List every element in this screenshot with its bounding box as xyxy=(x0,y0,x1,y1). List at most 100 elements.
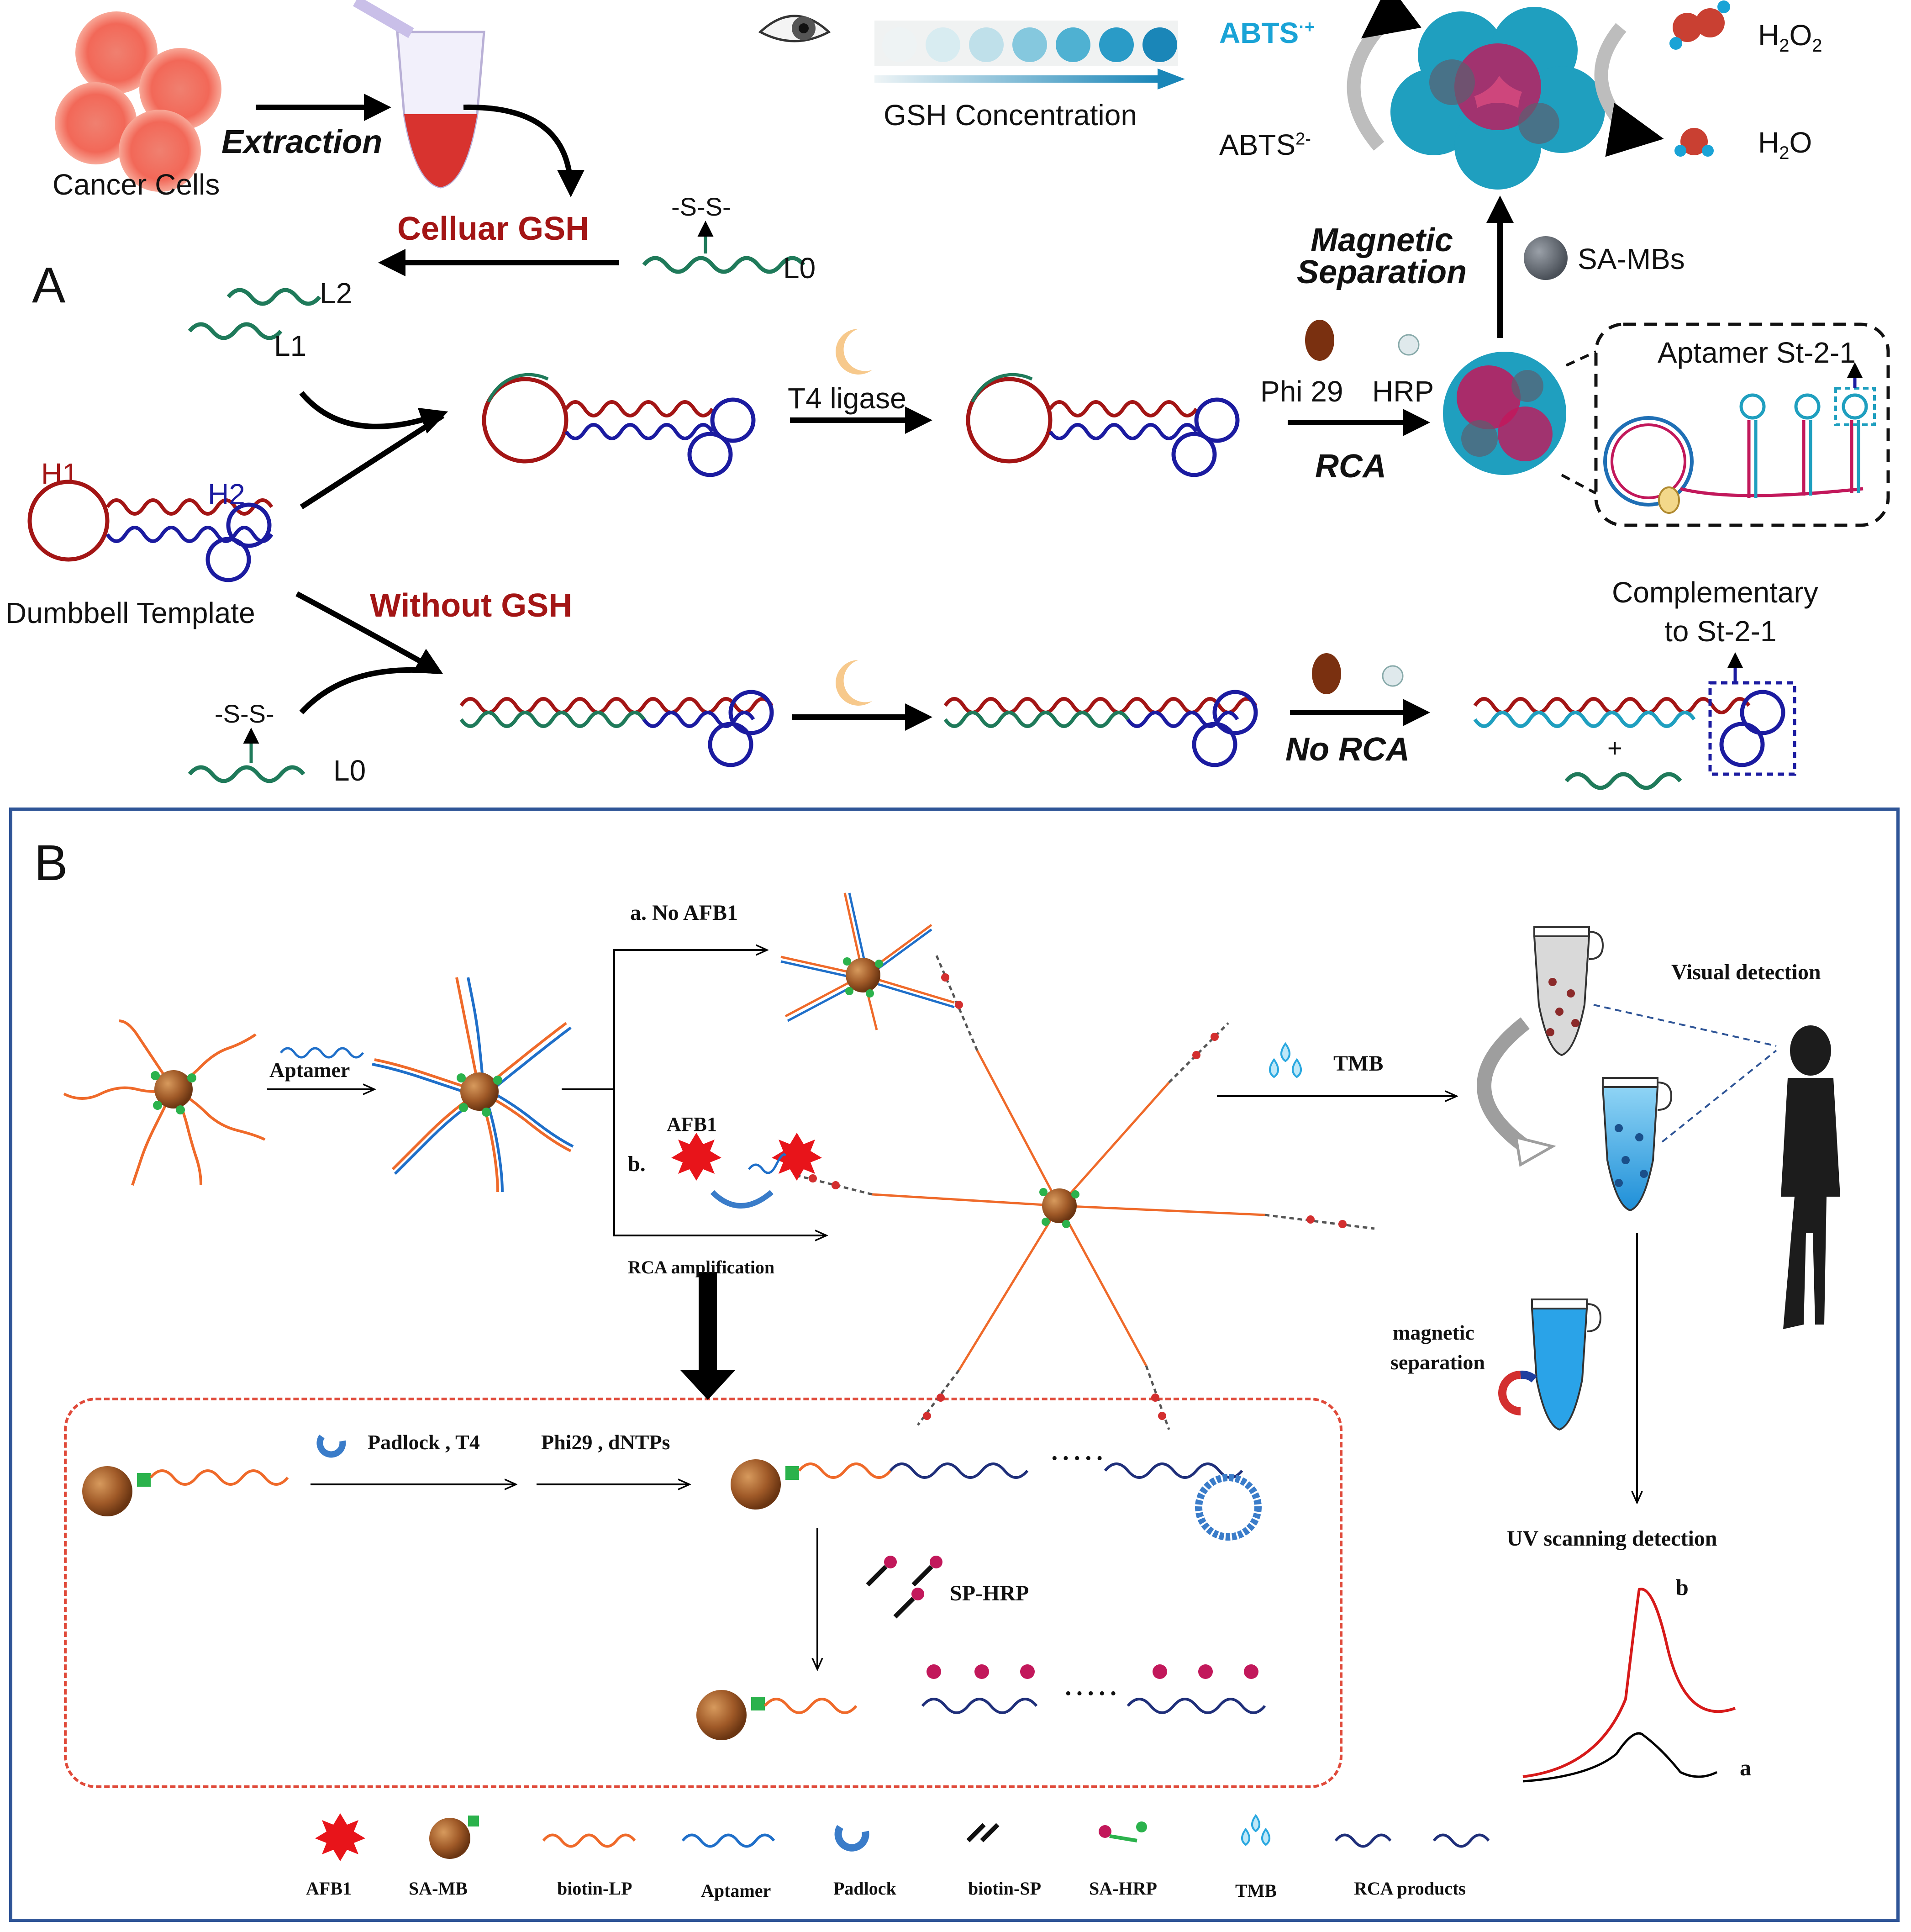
plus-sign: + xyxy=(1607,734,1622,762)
b-option-label: b. xyxy=(628,1152,646,1176)
h1-label: H1 xyxy=(41,457,79,490)
eye-icon xyxy=(758,15,831,42)
t4-ligase-icon-2 xyxy=(836,660,872,706)
panel-a-label: A xyxy=(32,257,66,313)
legend-sa-hrp-label: SA-HRP xyxy=(1089,1878,1157,1899)
legend-sa-mb-icon xyxy=(429,1818,470,1859)
legend-afb1-label: AFB1 xyxy=(306,1878,352,1899)
afb1-star-icon-1 xyxy=(671,1133,721,1181)
phi29-icon xyxy=(1305,320,1334,361)
legend-biotin-lp-label: biotin-LP xyxy=(557,1878,632,1899)
rca-dots-top: ····· xyxy=(1050,1444,1107,1473)
h2o-molecule-icon xyxy=(1674,128,1714,157)
no-rca-label: No RCA xyxy=(1285,731,1410,768)
rca-amplified-result-icon xyxy=(799,954,1375,1430)
aptamer-zoom-box xyxy=(1594,322,1890,527)
disulfide-bottom-label: -S-S- xyxy=(215,699,274,728)
uv-detection-label: UV scanning detection xyxy=(1507,1526,1717,1551)
hrp-icon xyxy=(1398,334,1420,356)
panel-b-label: B xyxy=(34,835,68,891)
aptamer-st-label: Aptamer St-2-1 xyxy=(1658,336,1856,369)
afb1-label: AFB1 xyxy=(667,1113,717,1135)
linear-duplex-1-icon xyxy=(459,690,774,767)
rca-label: RCA xyxy=(1315,448,1386,485)
legend-afb1-icon xyxy=(315,1813,365,1861)
h2o2-molecule-icon xyxy=(1669,0,1730,50)
sa-mb-with-probes-icon xyxy=(63,1019,266,1186)
magnetic-label: Magnetic xyxy=(1311,222,1453,259)
sa-mbs-label: SA-MBs xyxy=(1578,243,1685,275)
legend-rca-products-label: RCA products xyxy=(1354,1878,1466,1899)
legend-aptamer-icon xyxy=(681,1833,775,1848)
extraction-tube-icon xyxy=(353,0,485,189)
dumbbell-template-label: Dumbbell Template xyxy=(5,596,255,629)
rca-nanoflower-icon xyxy=(1443,352,1566,475)
extraction-label: Extraction xyxy=(221,124,383,160)
tmb-drops-icon xyxy=(1269,1042,1302,1078)
person-silhouette-icon xyxy=(1781,1025,1840,1329)
complementary-label-line1: Complementary xyxy=(1612,576,1818,609)
legend-tmb-icon xyxy=(1241,1814,1270,1846)
dumbbell-template-icon xyxy=(27,480,274,582)
t4-ligase-label: T4 ligase xyxy=(788,382,906,415)
cancer-cells-icon xyxy=(55,11,221,192)
hrp-icon-2 xyxy=(1382,665,1404,687)
sp-hrp-icon xyxy=(866,1556,942,1619)
uv-spectrum-chart xyxy=(1522,1588,1736,1783)
aptamer-label: Aptamer xyxy=(269,1058,350,1082)
grey-tube-icon xyxy=(1533,926,1604,1056)
disulfide-top-label: -S-S- xyxy=(671,192,731,221)
cellular-gsh-label: Celluar GSH xyxy=(397,211,590,247)
visual-detection-label: Visual detection xyxy=(1671,960,1821,984)
hrp-labeled-rca-product-icon xyxy=(696,1664,1266,1740)
cancer-cells-label: Cancer Cells xyxy=(53,168,220,201)
legend-icons xyxy=(315,1813,1490,1861)
magnet-icon xyxy=(1498,1371,1521,1415)
no-afb1-result-icon xyxy=(780,892,955,1030)
panel-a-graphics xyxy=(27,0,1890,790)
ligation-intermediate-2-icon xyxy=(966,373,1240,477)
nanoflower-cluster-icon xyxy=(1390,7,1605,190)
padlock-icon xyxy=(316,1434,346,1458)
legend-rca-products-icon xyxy=(1334,1833,1392,1848)
rca-product-chain-icon xyxy=(731,1459,1262,1541)
magnetic-label: magnetic xyxy=(1393,1321,1474,1344)
separation-label: separation xyxy=(1390,1351,1485,1374)
rca-amplification-label: RCA amplification xyxy=(628,1257,775,1277)
h2o-label: H2O xyxy=(1758,126,1812,163)
phi29-label: Phi 29 xyxy=(1260,375,1343,408)
sp-hrp-label: SP-HRP xyxy=(950,1581,1029,1605)
magnetic-separation-tube-icon xyxy=(1531,1299,1602,1431)
legend-sa-mb-label: SA-MB xyxy=(409,1878,468,1899)
panel-b-frame xyxy=(9,808,1900,1922)
phi29-icon-2 xyxy=(1312,653,1341,694)
curve-a-label: a xyxy=(1740,1755,1751,1780)
legend-biotin-lp-icon xyxy=(542,1833,636,1848)
l0-top-label: L0 xyxy=(783,252,816,285)
padlock-t4-label: Padlock , T4 xyxy=(368,1431,480,1454)
h2-label: H2 xyxy=(208,478,245,511)
phi29-dntps-label: Phi29 , dNTPs xyxy=(541,1431,670,1454)
linear-duplex-3-icon xyxy=(1473,690,1785,767)
separation-label: Separation xyxy=(1297,254,1467,290)
gsh-concentration-label: GSH Concentration xyxy=(884,99,1137,132)
legend-tmb-label: TMB xyxy=(1235,1880,1277,1901)
abts-reduced-label: ABTS2- xyxy=(1219,128,1311,161)
afb1-star-icon-2 xyxy=(772,1133,822,1181)
legend-padlock-label: Padlock xyxy=(833,1878,896,1899)
hrp-label: HRP xyxy=(1372,375,1434,408)
legend-padlock-icon xyxy=(834,1825,869,1852)
linear-duplex-2-icon xyxy=(943,690,1258,767)
sa-mb-biotin-lp-icon xyxy=(82,1466,289,1516)
no-afb1-label: a. No AFB1 xyxy=(630,901,738,925)
t4-ligase-icon xyxy=(836,329,872,375)
curve-b-label: b xyxy=(1676,1574,1689,1600)
rca-dots-bottom: ····· xyxy=(1064,1679,1121,1708)
complementary-label-line2: to St-2-1 xyxy=(1664,615,1777,648)
blue-tube-icon xyxy=(1601,1077,1673,1212)
legend-biotin-sp-label: biotin-SP xyxy=(968,1878,1042,1899)
legend-biotin-sp-icon xyxy=(966,1823,1000,1842)
big-down-arrow-icon xyxy=(680,1272,735,1400)
h2o2-label: H2O2 xyxy=(1758,19,1822,56)
